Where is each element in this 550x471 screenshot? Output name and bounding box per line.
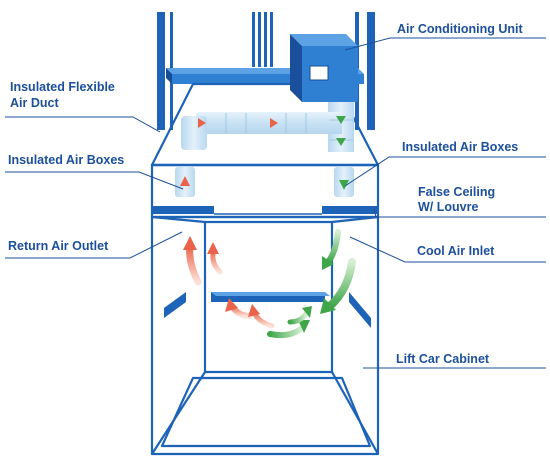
label-insulated-air-boxes-left: Insulated Air Boxes bbox=[8, 153, 124, 167]
left-side-panel bbox=[164, 292, 186, 318]
left-rail bbox=[157, 12, 165, 130]
false-ceiling-right bbox=[322, 206, 378, 214]
center-wall-panel bbox=[211, 292, 330, 302]
label-false-ceiling-line2: W/ Louvre bbox=[418, 200, 478, 214]
center-cable-1 bbox=[252, 12, 255, 67]
label-insulated-air-boxes-right: Insulated Air Boxes bbox=[402, 140, 518, 154]
duct-arrow-down-upper bbox=[336, 116, 346, 124]
ac-display-panel bbox=[309, 65, 329, 81]
center-cable-2 bbox=[258, 12, 261, 67]
lift-car-cabinet-outline bbox=[150, 215, 380, 456]
label-false-ceiling-line1: False Ceiling bbox=[418, 185, 495, 199]
return-air-arrows bbox=[183, 236, 275, 329]
duct-arrow-left bbox=[198, 118, 206, 128]
air-conditioning-unit bbox=[290, 34, 358, 102]
label-return-air-outlet: Return Air Outlet bbox=[8, 239, 109, 253]
callout-lines bbox=[5, 37, 546, 369]
right-rail bbox=[367, 12, 375, 130]
center-cable-4 bbox=[270, 12, 273, 67]
label-lift-car-cabinet: Lift Car Cabinet bbox=[396, 352, 490, 366]
label-insulated-flexible-line2: Air Duct bbox=[10, 96, 59, 110]
label-insulated-flexible-line1: Insulated Flexible bbox=[10, 80, 115, 94]
label-cool-air-inlet: Cool Air Inlet bbox=[417, 244, 495, 258]
ceiling-level bbox=[150, 163, 380, 219]
label-air-conditioning-unit: Air Conditioning Unit bbox=[397, 22, 524, 36]
center-cable-3 bbox=[264, 12, 267, 67]
right-side-panel bbox=[349, 292, 371, 328]
duct-arrow-down-lower bbox=[336, 138, 346, 146]
cool-air-arrows bbox=[267, 229, 356, 339]
insulated-flexible-air-duct bbox=[181, 102, 354, 152]
false-ceiling-left bbox=[152, 206, 214, 214]
duct-arrow-mid bbox=[270, 118, 278, 128]
labels: Air Conditioning Unit Insulated Flexible… bbox=[8, 22, 524, 366]
